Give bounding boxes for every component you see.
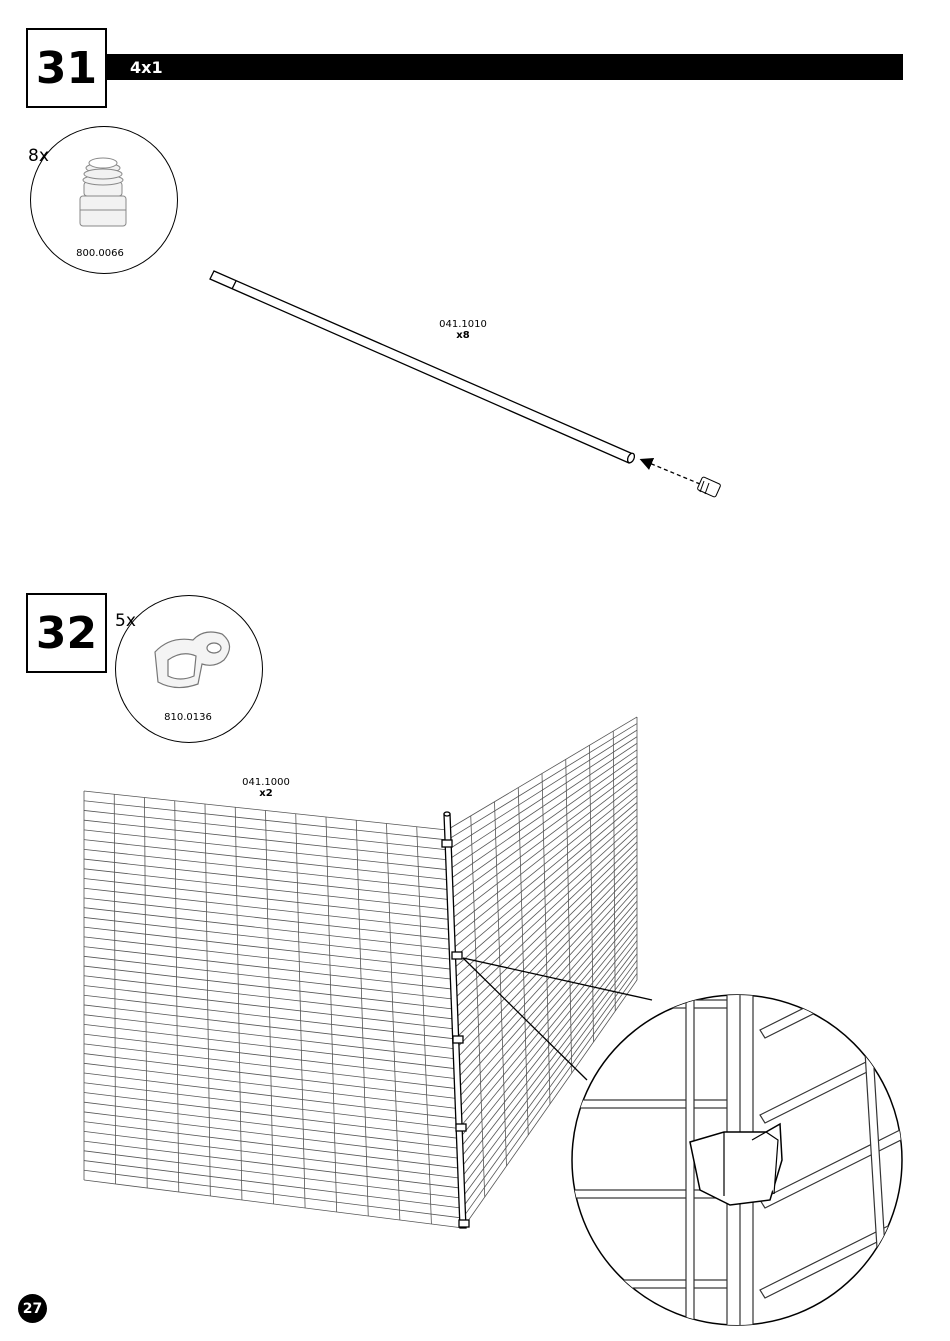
mesh-panel-left <box>84 791 463 1228</box>
rod-drawing <box>210 271 636 464</box>
detail-magnified-view <box>560 960 905 1340</box>
cap-small-icon <box>697 477 721 498</box>
page-number-badge: 27 <box>18 1294 47 1323</box>
page-number: 27 <box>23 1301 42 1317</box>
corner-post <box>442 812 469 1228</box>
insert-arrow <box>642 460 700 484</box>
clip-part-icon <box>155 632 230 688</box>
cap-part-icon <box>80 158 126 226</box>
